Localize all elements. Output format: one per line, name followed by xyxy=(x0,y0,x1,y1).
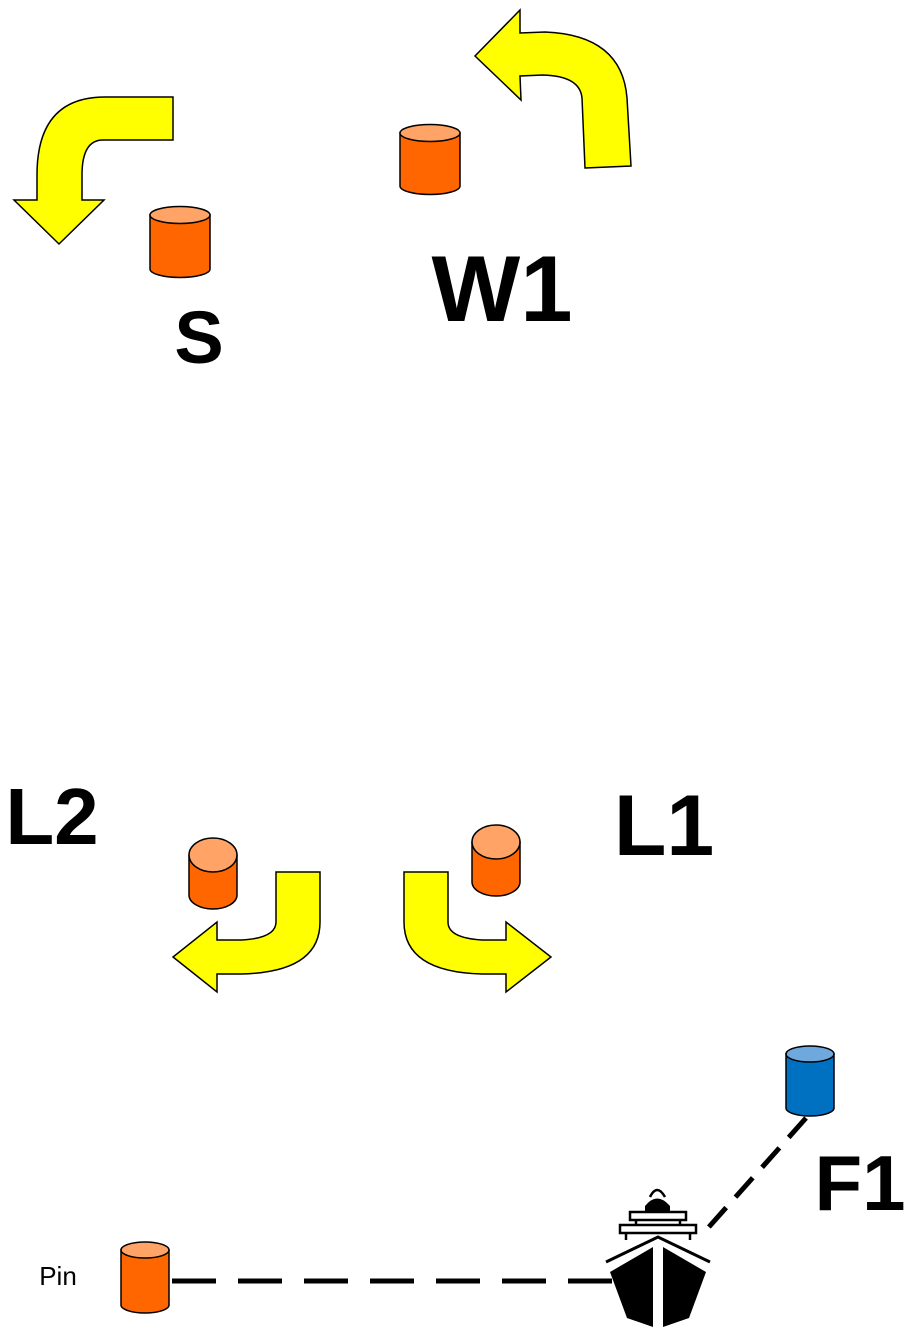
committee-boat-ship-icon xyxy=(605,1188,711,1327)
w1-buoy-icon xyxy=(399,123,461,196)
l2-buoy-icon xyxy=(188,837,238,910)
mark-label-l1: L1 xyxy=(614,778,714,874)
l1-buoy-icon xyxy=(471,824,521,897)
pin-buoy-icon xyxy=(120,1241,170,1314)
s-buoy-icon xyxy=(149,205,211,279)
mark-label-w1: W1 xyxy=(432,236,573,341)
mark-label-l2: L2 xyxy=(5,772,98,861)
mark-label-s: S xyxy=(174,296,223,379)
l2-rounding-arrow-icon xyxy=(171,871,321,994)
pin-label: Pin xyxy=(39,1261,77,1291)
finish-line xyxy=(706,1116,808,1230)
s-rounding-arrow-icon xyxy=(12,96,174,246)
mark-label-f1: F1 xyxy=(814,1139,905,1227)
f1-buoy-icon xyxy=(785,1045,835,1117)
w1-rounding-arrow-icon xyxy=(473,8,632,169)
l1-rounding-arrow-icon xyxy=(403,871,553,994)
